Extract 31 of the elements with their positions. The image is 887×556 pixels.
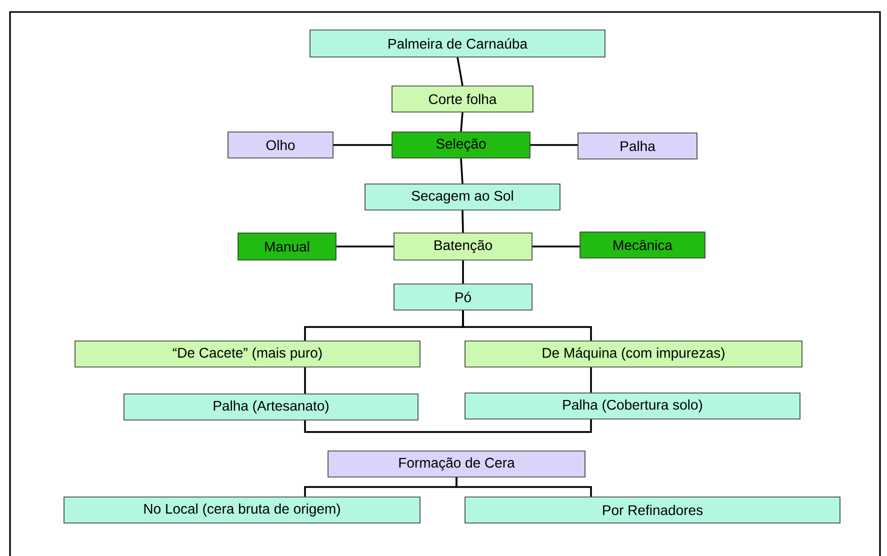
connector-line (336, 246, 394, 248)
connector-line (530, 144, 578, 146)
process-box: Manual (238, 232, 336, 260)
connector-line (462, 310, 592, 341)
process-box: Batenção (394, 232, 532, 260)
process-box: Palha (578, 132, 698, 160)
process-box: “De Cacete” (mais puro) (74, 340, 420, 368)
connector-line (460, 112, 464, 132)
connector-line (456, 57, 464, 86)
process-box: Formação de Cera (328, 450, 586, 478)
process-box: De Máquina (com impurezas) (464, 340, 802, 368)
connector-line (460, 158, 464, 184)
process-box: Palha (Artesanato) (124, 394, 418, 420)
connector-line (333, 144, 392, 146)
process-box: Pó (394, 284, 532, 310)
connector-line (462, 260, 464, 284)
process-box: Palha (Cobertura solo) (464, 392, 800, 420)
process-box: Palmeira de Carnaúba (310, 30, 606, 58)
connector-line (304, 367, 306, 394)
connector-line (304, 419, 592, 433)
process-box: Corte folha (392, 86, 534, 112)
connector-line (532, 246, 580, 248)
process-box: No Local (cera bruta de origem) (64, 496, 420, 524)
connector-line (462, 210, 464, 233)
connector-line (590, 367, 592, 393)
process-box: Seleção (392, 132, 530, 158)
process-box: Mecânica (580, 232, 706, 258)
connector-line (456, 477, 592, 497)
process-box: Olho (228, 132, 334, 158)
process-box: Secagem ao Sol (364, 184, 560, 210)
process-box: Por Refinadores (464, 496, 840, 524)
